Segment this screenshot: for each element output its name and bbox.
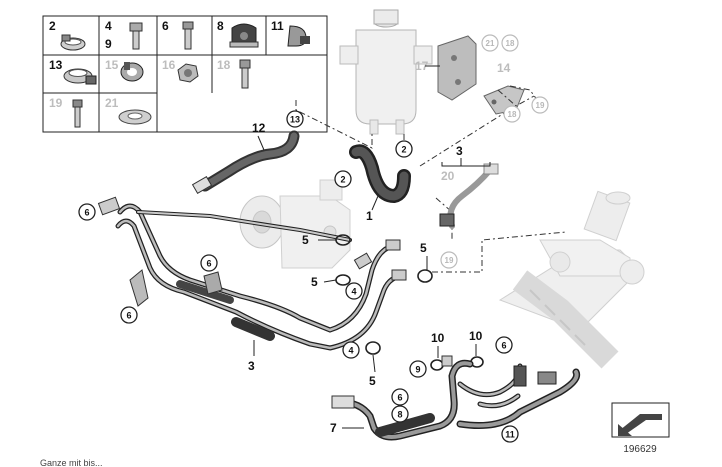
callout-5-c: 5	[420, 241, 427, 255]
legend-label-9: 9	[105, 37, 112, 51]
legend-label-19: 19	[49, 96, 63, 110]
line-7-fittings	[331, 355, 557, 409]
hex-nut-icon	[177, 63, 199, 83]
callout-18-top: 18	[506, 39, 515, 48]
callout-9: 9	[415, 365, 420, 375]
callout-2-reservoir: 2	[401, 145, 406, 155]
callout-19-top: 19	[536, 101, 545, 110]
callout-11: 11	[505, 430, 515, 440]
hose-20	[439, 163, 499, 229]
callout-5-d: 5	[369, 374, 376, 388]
legend-label-18: 18	[217, 58, 231, 72]
hex-bolt-icon	[239, 59, 251, 89]
callout-17: 17	[415, 59, 429, 73]
legend-label-2: 2	[49, 19, 56, 33]
callout-5-a: 5	[302, 233, 309, 247]
hose-clamp-icon	[60, 34, 86, 51]
legend-label-6: 6	[162, 19, 169, 33]
callout-7: 7	[330, 421, 337, 435]
callout-3-bottom: 3	[248, 359, 255, 373]
callout-20: 20	[441, 169, 455, 183]
clip-icon	[287, 25, 310, 47]
leader-lines	[253, 65, 491, 429]
suction-hose-1	[349, 144, 411, 204]
washer-icon	[118, 109, 152, 125]
callout-4-lower: 4	[348, 346, 353, 356]
power-steering-pump	[239, 179, 351, 269]
callout-12: 12	[252, 121, 266, 135]
callout-6-c: 6	[126, 311, 131, 321]
rubber-mount-icon	[229, 23, 259, 48]
footer-caption: Ganze mit bis...	[40, 458, 103, 467]
callout-4-upper: 4	[351, 287, 356, 297]
spring-clamp-icon	[120, 62, 144, 82]
callout-6-a: 6	[84, 208, 89, 218]
callout-10-b: 10	[469, 329, 483, 343]
callout-19-bottom: 19	[445, 256, 454, 265]
line-bracket-left	[129, 269, 149, 307]
callout-6-e: 6	[397, 393, 402, 403]
band-clamp-icon	[63, 68, 97, 85]
screw-icon	[182, 21, 194, 50]
callout-6-d: 6	[501, 341, 506, 351]
callout-3-top: 3	[456, 144, 463, 158]
callout-21: 21	[486, 39, 495, 48]
callout-6-b: 6	[206, 259, 211, 269]
circled-callouts: 2 2 4 4 6 6 6 6 6 8 9 11 13 18 18 19 19	[78, 34, 549, 443]
steering-gear-rack	[498, 190, 645, 369]
bolt-icon	[129, 22, 143, 50]
legend-label-15: 15	[105, 58, 119, 72]
callout-10-a: 10	[431, 331, 445, 345]
reference-number: 196629	[623, 444, 657, 455]
callout-1: 1	[366, 209, 373, 223]
callout-14: 14	[497, 61, 511, 75]
return-hose-12	[191, 130, 300, 195]
legend-label-8: 8	[217, 19, 224, 33]
fluid-reservoir	[339, 9, 433, 135]
stud-bolt-icon	[72, 99, 83, 128]
parts-legend-grid: 2 4 9 6 8 11 13 15 16 18 19 21	[42, 15, 328, 133]
legend-label-11: 11	[271, 19, 284, 33]
callout-18-bottom: 18	[508, 110, 517, 119]
line-fittings	[97, 196, 407, 281]
diagram-reference-box: 196629	[611, 402, 670, 455]
callout-2-pump: 2	[340, 175, 345, 185]
arrow-symbol-icon	[618, 414, 662, 436]
line-bracket-mid	[203, 271, 223, 295]
hydraulic-line-assembly-3	[115, 203, 407, 351]
legend-label-16: 16	[162, 58, 176, 72]
legend-label-21: 21	[105, 96, 119, 110]
callout-5-b: 5	[311, 275, 318, 289]
legend-label-4: 4	[105, 19, 112, 33]
callout-13: 13	[290, 115, 300, 125]
legend-label-13: 13	[49, 58, 63, 72]
mounting-bracket-17	[437, 35, 477, 101]
callout-8: 8	[397, 410, 402, 420]
